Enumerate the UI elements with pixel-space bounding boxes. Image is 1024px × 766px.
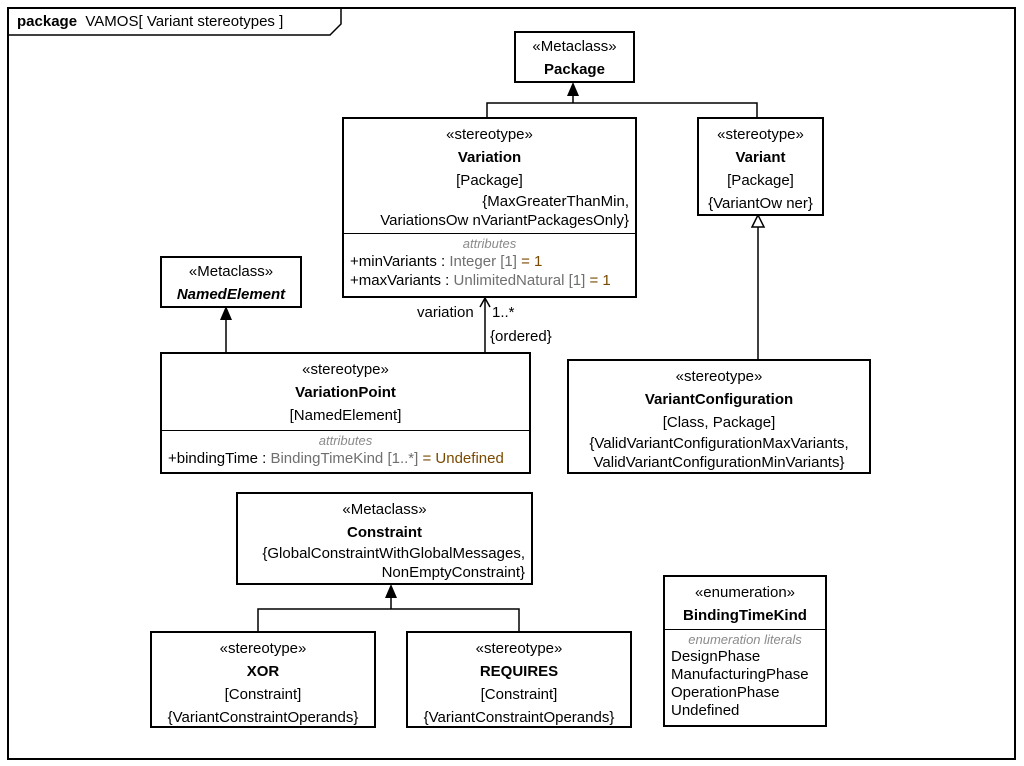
extension-arrowhead-named-element <box>220 306 232 320</box>
attributes-compartment: attributes +minVariants : Integer [1] = … <box>344 233 635 294</box>
attribute-default: = 1 <box>589 272 611 289</box>
metaclass-label: [Class, Package] <box>662 414 776 431</box>
constraint-line: {ValidVariantConfigurationMaxVariants, <box>589 435 849 452</box>
attribute-name: +minVariants <box>350 253 437 270</box>
frame-title: package VAMOS[ Variant stereotypes ] <box>17 13 284 30</box>
metaclass-label: [Constraint] <box>224 686 302 703</box>
attribute-multiplicity: [1..*] <box>387 450 419 467</box>
attribute-default: = 1 <box>521 253 543 270</box>
class-requires[interactable]: «stereotype» REQUIRES [Constraint] {Vari… <box>406 631 632 728</box>
class-name: XOR <box>246 663 280 680</box>
enum-literal[interactable]: DesignPhase <box>671 648 761 665</box>
class-package[interactable]: «Metaclass» Package <box>514 31 635 83</box>
compartment-label: attributes <box>318 433 373 448</box>
compartment-label: enumeration literals <box>688 632 802 647</box>
enum-binding-time-kind[interactable]: «enumeration» BindingTimeKind enumeratio… <box>663 575 827 727</box>
stereotype-label: «enumeration» <box>694 584 796 601</box>
attribute-type: Integer <box>449 253 497 270</box>
class-constraint[interactable]: «Metaclass» Constraint {GlobalConstraint… <box>236 492 533 585</box>
association-role-label: variation <box>417 304 474 321</box>
class-name: BindingTimeKind <box>683 607 807 624</box>
class-variation-point[interactable]: «stereotype» VariationPoint [NamedElemen… <box>160 352 531 474</box>
enum-literal[interactable]: Undefined <box>671 702 740 719</box>
constraint-line: {GlobalConstraintWithGlobalMessages, <box>262 545 525 562</box>
class-name: VariationPoint <box>295 384 396 401</box>
class-named-element[interactable]: «Metaclass» NamedElement <box>160 256 302 308</box>
constraint-line: {MaxGreaterThanMin, <box>482 193 629 210</box>
frame-diagram-title: Variant stereotypes <box>146 13 275 30</box>
association-multiplicity-label: 1..* <box>492 304 515 321</box>
enum-literal[interactable]: OperationPhase <box>671 684 780 701</box>
attribute-name: +bindingTime <box>168 450 258 467</box>
association-arrowhead-variation <box>479 296 491 308</box>
extension-arrowhead-constraint <box>385 584 397 598</box>
constraint-line: VariationsOw nVariantPackagesOnly} <box>380 212 629 229</box>
stereotype-label: «stereotype» <box>446 126 533 143</box>
constraint-line: ValidVariantConfigurationMinVariants} <box>593 454 845 471</box>
stereotype-label: «Metaclass» <box>342 501 427 518</box>
attributes-compartment: attributes +bindingTime : BindingTimeKin… <box>162 430 529 472</box>
extension-arrowhead-package <box>567 82 579 96</box>
compartment-label: attributes <box>462 236 517 251</box>
class-name: NamedElement <box>176 286 286 303</box>
metaclass-label: [Package] <box>456 172 523 189</box>
attribute-type: UnlimitedNatural <box>453 272 565 289</box>
class-name: Constraint <box>347 524 422 541</box>
literals-compartment: enumeration literals DesignPhase Manufac… <box>665 629 825 724</box>
class-name: Variant <box>735 149 786 166</box>
metaclass-label: [Package] <box>727 172 794 189</box>
class-xor[interactable]: «stereotype» XOR [Constraint] {VariantCo… <box>150 631 376 728</box>
enum-literal[interactable]: ManufacturingPhase <box>671 666 809 683</box>
stereotype-label: «stereotype» <box>675 368 763 385</box>
extension-line-constraint <box>257 594 520 631</box>
metaclass-label: [Constraint] <box>480 686 558 703</box>
extension-line-package <box>486 90 758 118</box>
stereotype-label: «Metaclass» <box>532 38 617 55</box>
attribute-row[interactable]: +minVariants : Integer [1] = 1 <box>350 253 543 270</box>
class-name: REQUIRES <box>479 663 559 680</box>
association-ordering-label: {ordered} <box>490 328 552 345</box>
attribute-row[interactable]: +maxVariants : UnlimitedNatural [1] = 1 <box>350 272 611 289</box>
constraint-line: {VariantConstraintOperands} <box>167 709 359 726</box>
attribute-row[interactable]: +bindingTime : BindingTimeKind [1..*] = … <box>168 450 504 467</box>
constraint-line: {VariantOw ner} <box>708 195 813 212</box>
frame-name: VAMOS <box>85 13 139 30</box>
attribute-name: +maxVariants <box>350 272 442 289</box>
package-frame-tab <box>8 8 342 36</box>
attribute-type: BindingTimeKind <box>270 450 384 467</box>
constraint-line: {VariantConstraintOperands} <box>423 709 615 726</box>
stereotype-label: «stereotype» <box>717 126 804 143</box>
stereotype-label: «stereotype» <box>219 640 307 657</box>
class-name: Package <box>544 61 605 78</box>
stereotype-label: «stereotype» <box>475 640 563 657</box>
attribute-default: = Undefined <box>422 450 504 467</box>
package-frame <box>7 7 1016 760</box>
constraint-line: NonEmptyConstraint} <box>381 564 525 581</box>
class-variation[interactable]: «stereotype» Variation [Package] {MaxGre… <box>342 117 637 298</box>
metaclass-label: [NamedElement] <box>289 407 402 424</box>
attribute-multiplicity: [1] <box>568 272 586 289</box>
stereotype-label: «Metaclass» <box>188 263 274 280</box>
class-variant-configuration[interactable]: «stereotype» VariantConfiguration [Class… <box>567 359 871 474</box>
attribute-multiplicity: [1] <box>500 253 517 270</box>
class-name: VariantConfiguration <box>644 391 794 408</box>
class-variant[interactable]: «stereotype» Variant [Package] {VariantO… <box>697 117 824 216</box>
frame-keyword: package <box>17 13 78 30</box>
generalization-arrowhead-variant <box>750 213 766 228</box>
stereotype-label: «stereotype» <box>302 361 389 378</box>
class-name: Variation <box>457 149 522 166</box>
